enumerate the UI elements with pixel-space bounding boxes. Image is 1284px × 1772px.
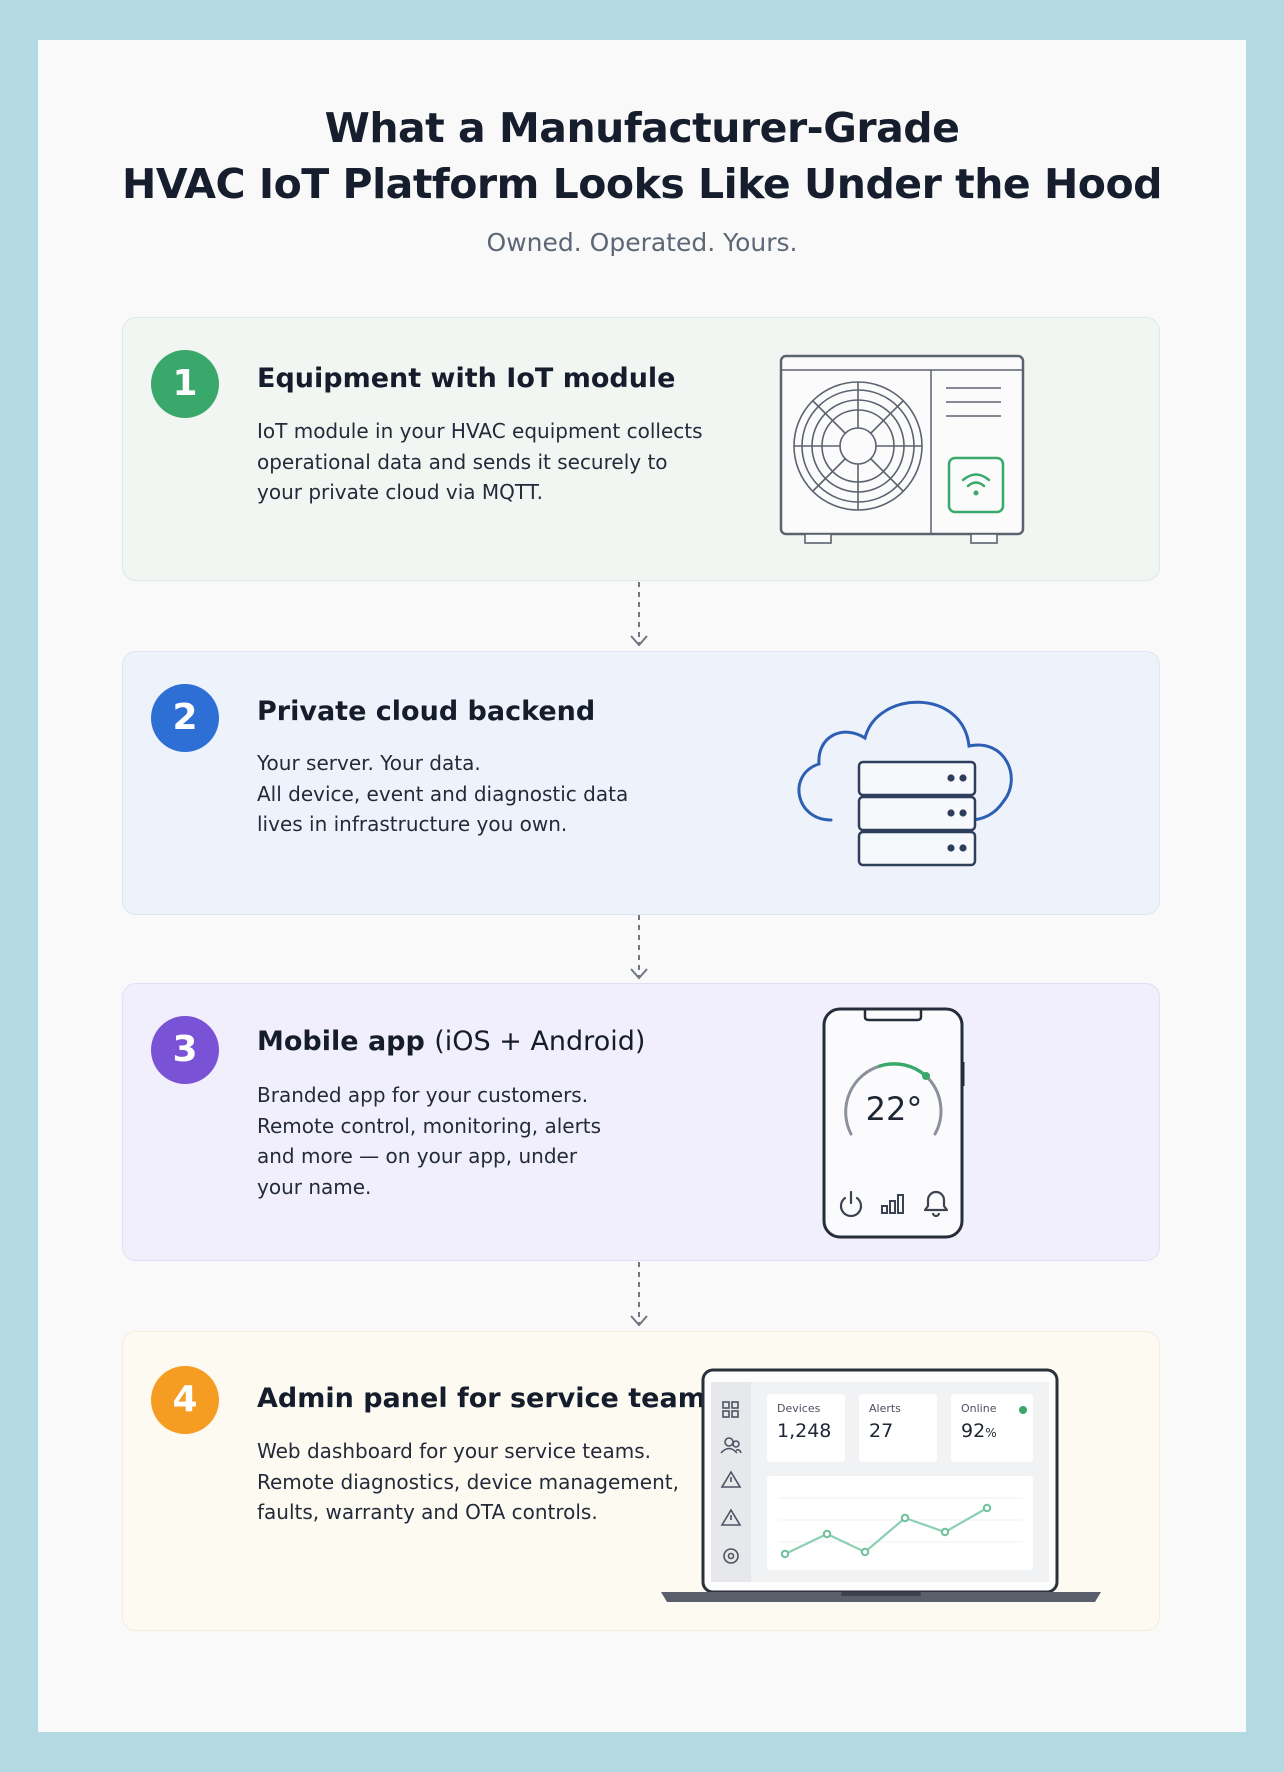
flow-arrow-icon — [630, 915, 648, 980]
description-line: All device, event and diagnostic data — [257, 781, 629, 806]
server-stack-icon — [857, 760, 977, 867]
signal-bars-icon — [881, 1194, 904, 1214]
description-line: Web dashboard for your service teams. — [257, 1439, 651, 1463]
description-line: faults, warranty and OTA controls. — [257, 1500, 598, 1524]
hvac-unit-illustration — [779, 354, 1025, 544]
step-heading: Private cloud backend — [257, 696, 596, 727]
title-line-2: HVAC IoT Platform Looks Like Under the H… — [122, 160, 1162, 208]
power-icon — [839, 1190, 863, 1218]
step-number-badge: 1 — [151, 350, 219, 418]
bell-icon — [923, 1190, 949, 1218]
temperature-readout: 22° — [865, 1090, 923, 1128]
stat-label: Devices — [777, 1402, 821, 1415]
description-line: Branded app for your customers. — [257, 1083, 589, 1107]
description-line: operational data and sends it securely t… — [257, 449, 668, 474]
step-card-2: 2 Private cloud backend Your server. You… — [122, 651, 1160, 915]
wifi-module-icon — [947, 456, 1005, 514]
step-heading: Mobile app (iOS + Android) — [257, 1026, 645, 1057]
stat-value: 92 — [961, 1420, 986, 1442]
temperature-gauge — [844, 1064, 882, 1136]
heading-main: Mobile app — [257, 1026, 425, 1057]
stat-unit: % — [985, 1426, 997, 1440]
smartphone-illustration: 22° — [821, 1006, 967, 1242]
description-line: and more — on your app, under — [257, 1144, 578, 1168]
step-description: Web dashboard for your service teams. Re… — [257, 1436, 727, 1528]
description-line: your private cloud via MQTT. — [257, 480, 543, 504]
step-description: Branded app for your customers. Remote c… — [257, 1080, 727, 1202]
page-title: What a Manufacturer-Grade HVAC IoT Platf… — [0, 100, 1284, 212]
fan-icon — [793, 381, 923, 511]
laptop-illustration: Devices 1,248 Alerts 27 Online 92% — [661, 1368, 1101, 1602]
description-line: your name. — [257, 1174, 372, 1199]
step-card-4: 4 Admin panel for service teams Web dash… — [122, 1331, 1160, 1631]
step-heading: Admin panel for service teams — [257, 1383, 722, 1414]
stat-label: Alerts — [869, 1402, 901, 1415]
step-number-badge: 4 — [151, 1366, 219, 1434]
description-line: Remote control, monitoring, alerts — [257, 1113, 602, 1138]
description-line: IoT module in your HVAC equipment collec… — [257, 419, 703, 443]
cloud-icon — [797, 700, 1013, 822]
step-number-badge: 3 — [151, 1016, 219, 1084]
stat-value-group: 92% — [961, 1420, 997, 1442]
flow-arrow-icon — [630, 582, 648, 647]
step-card-3: 3 Mobile app (iOS + Android) Branded app… — [122, 983, 1160, 1261]
step-heading: Equipment with IoT module — [257, 363, 676, 394]
description-line: Your server. Your data. — [257, 751, 481, 775]
warning-icon — [720, 1470, 742, 1488]
step-card-1: 1 Equipment with IoT module IoT module i… — [122, 317, 1160, 581]
description-line: Remote diagnostics, device management, — [257, 1469, 679, 1494]
warning-icon — [720, 1508, 742, 1526]
page-subtitle: Owned. Operated. Yours. — [486, 228, 798, 257]
phone-frame — [822, 1007, 965, 1239]
step-number-badge: 2 — [151, 684, 219, 752]
heading-suffix: (iOS + Android) — [434, 1026, 646, 1057]
gear-icon — [723, 1548, 739, 1564]
stat-label: Online — [961, 1402, 997, 1415]
stat-value: 27 — [869, 1420, 894, 1442]
step-description: Your server. Your data. All device, even… — [257, 748, 727, 840]
online-status-dot — [1019, 1406, 1027, 1414]
users-icon — [720, 1437, 742, 1454]
stat-value: 1,248 — [777, 1420, 832, 1442]
grid-icon — [722, 1401, 739, 1418]
description-line: lives in infrastructure you own. — [257, 812, 568, 836]
step-description: IoT module in your HVAC equipment collec… — [257, 416, 727, 508]
title-line-1: What a Manufacturer-Grade — [324, 104, 960, 152]
trend-line — [784, 1507, 988, 1555]
cloud-server-illustration — [797, 700, 1013, 867]
flow-arrow-icon — [630, 1262, 648, 1327]
laptop-frame — [661, 1368, 1101, 1602]
